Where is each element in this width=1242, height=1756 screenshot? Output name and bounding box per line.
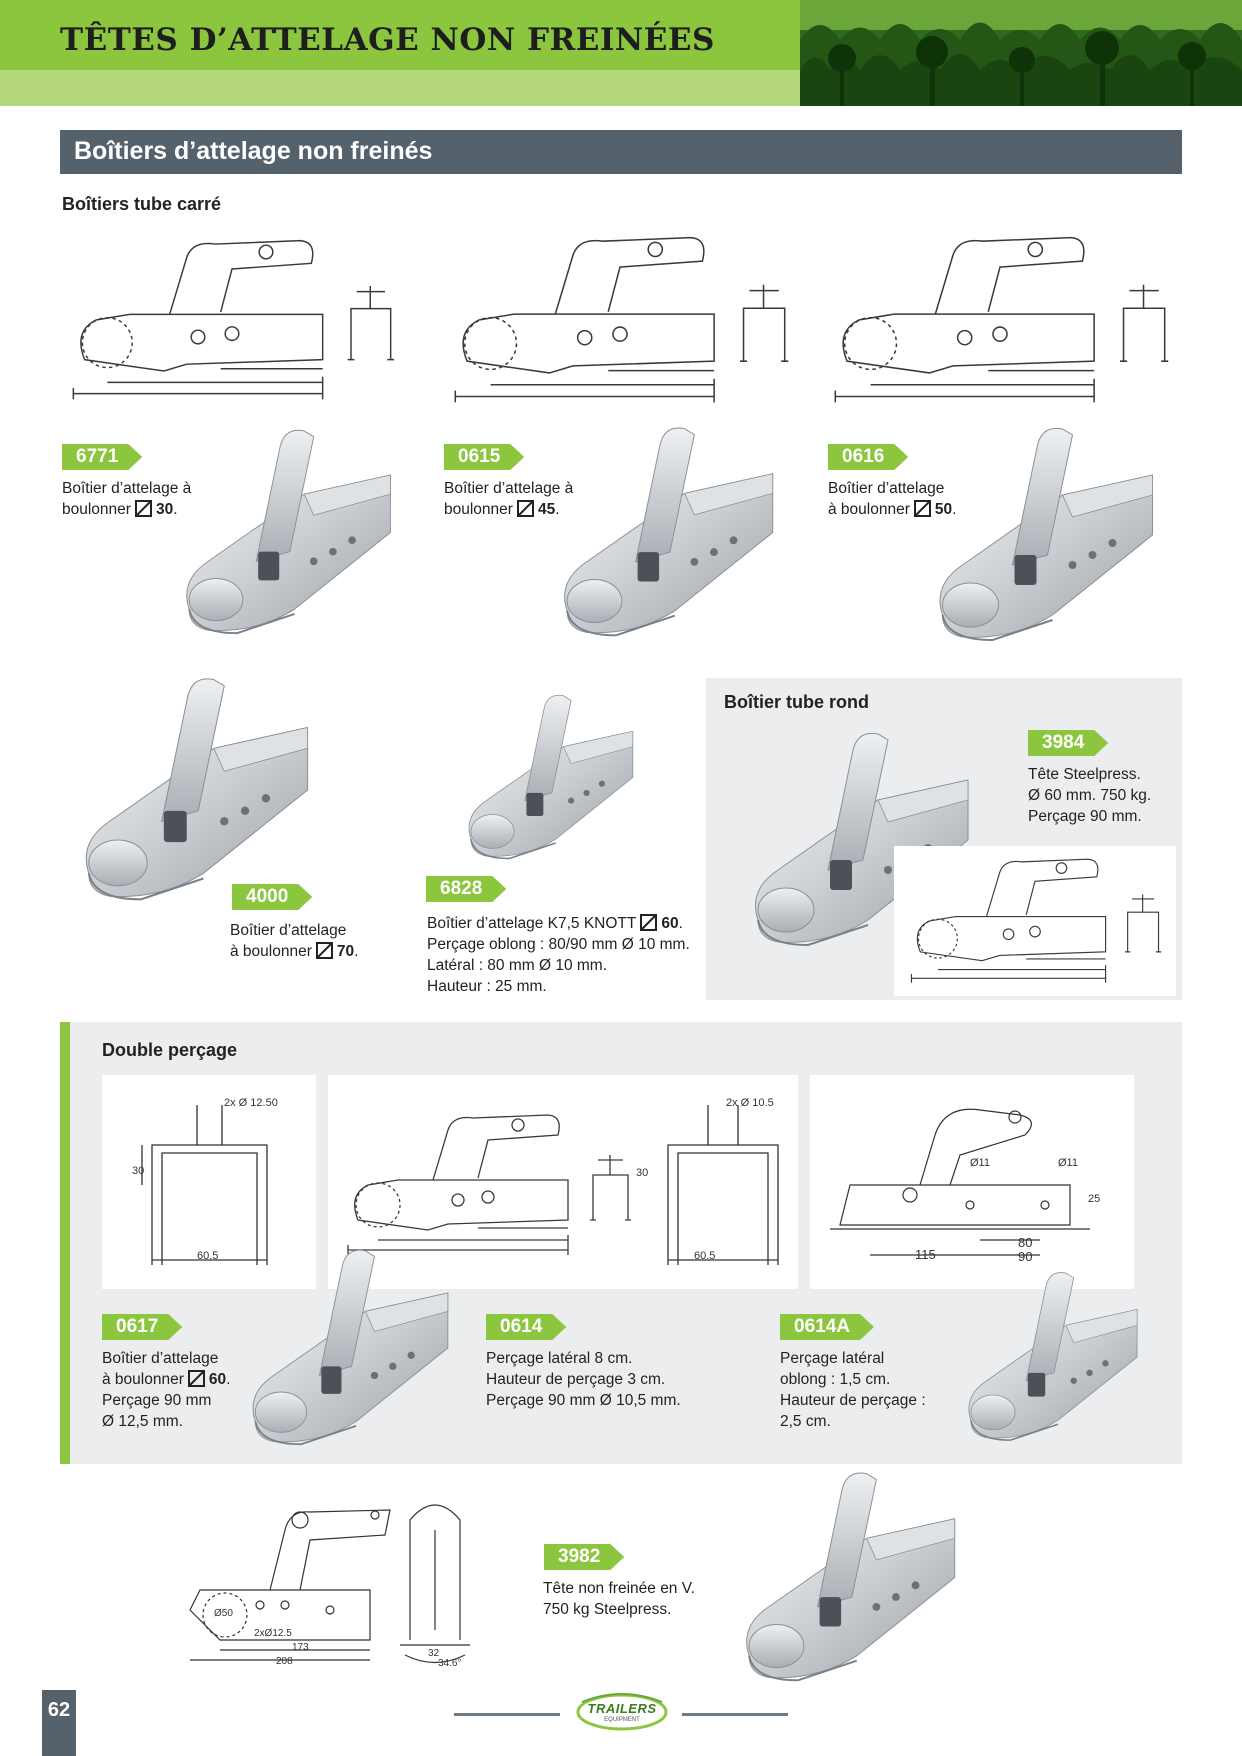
subhead-round-tube: Boîtier tube rond bbox=[724, 692, 869, 712]
dim-label: 2x Ø 10.5 bbox=[726, 1097, 774, 1109]
coupler-photo-0617 bbox=[232, 1238, 462, 1458]
dim-label: 32 bbox=[428, 1648, 440, 1659]
coupler-photo-0616 bbox=[915, 415, 1170, 655]
technical-drawing-0616 bbox=[820, 220, 1180, 420]
dim-label: 208 bbox=[276, 1656, 293, 1667]
dim-label: 30 bbox=[636, 1167, 649, 1179]
header-band-light bbox=[0, 70, 800, 106]
drawing-frame-0614: 2x Ø 10.5 30 60.5 bbox=[328, 1075, 798, 1289]
product-tag-6828: 6828 bbox=[426, 876, 506, 902]
drawing-frame-3984 bbox=[894, 846, 1176, 996]
dim-label: 173 bbox=[292, 1642, 309, 1653]
coupler-photo-3982 bbox=[722, 1460, 972, 1695]
product-desc-3982: Tête non freinée en V. 750 kg Steelpress… bbox=[543, 1580, 695, 1618]
dim-label: 80 bbox=[1018, 1235, 1033, 1250]
drawing-frame-0617: 2x Ø 12.50 30 60.5 bbox=[102, 1075, 316, 1289]
product-tag-0615: 0615 bbox=[444, 444, 524, 470]
page-header: TÊTES D’ATTELAGE NON FREINÉES bbox=[0, 0, 800, 106]
technical-drawing-0617-profile bbox=[141, 1105, 268, 1265]
dim-label: 115 bbox=[915, 1247, 936, 1262]
square-tube-icon bbox=[913, 500, 931, 517]
dim-label: Ø11 bbox=[1058, 1157, 1078, 1169]
product-tag-0616: 0616 bbox=[828, 444, 908, 470]
product-tag-3982: 3982 bbox=[544, 1544, 624, 1570]
product-tag-4000: 4000 bbox=[232, 884, 312, 910]
footer-divider-right bbox=[682, 1713, 788, 1716]
product-tag-0614: 0614 bbox=[486, 1314, 566, 1340]
product-tag-0617: 0617 bbox=[102, 1314, 182, 1340]
footer-divider-left bbox=[454, 1713, 560, 1716]
square-tube-icon bbox=[516, 500, 534, 517]
drawing-frame-3982: 2xØ12.5 173 208 Ø50 32 34.6° bbox=[180, 1490, 500, 1670]
technical-drawing-3984 bbox=[894, 846, 1176, 996]
dim-label: Ø11 bbox=[970, 1157, 990, 1169]
square-tube-icon bbox=[640, 914, 658, 931]
technical-drawing-0614A bbox=[830, 1108, 1090, 1256]
section-title-bar: Boîtiers d’attelage non freinés bbox=[60, 130, 1182, 174]
technical-drawing-6771 bbox=[62, 220, 402, 420]
dim-label: 2x Ø 12.50 bbox=[224, 1097, 278, 1109]
product-desc-3984: Tête Steelpress. Ø 60 mm. 750 kg. Perçag… bbox=[1028, 766, 1152, 825]
technical-drawing-0614-profile bbox=[667, 1105, 779, 1265]
page-number: 62 bbox=[42, 1690, 76, 1756]
product-desc-0614A: Perçage latéral oblong : 1,5 cm. Hauteur… bbox=[780, 1350, 926, 1430]
forest-banner-image bbox=[800, 0, 1242, 106]
technical-drawing-3982 bbox=[189, 1504, 470, 1664]
drawing-frame-0614A: Ø11 Ø11 25 115 80 90 bbox=[810, 1075, 1134, 1289]
dim-label: 90 bbox=[1018, 1249, 1033, 1264]
dim-label: 2xØ12.5 bbox=[254, 1628, 292, 1639]
product-tag-0614A: 0614A bbox=[780, 1314, 874, 1340]
square-tube-icon bbox=[315, 942, 333, 959]
technical-drawing-0615 bbox=[440, 220, 800, 420]
coupler-photo-4000 bbox=[58, 665, 328, 915]
logo-subtext: EQUIPMENT bbox=[604, 1717, 640, 1723]
page-title: TÊTES D’ATTELAGE NON FREINÉES bbox=[60, 22, 715, 58]
section-title: Boîtiers d’attelage non freinés bbox=[74, 137, 433, 165]
logo-text: TRAILERS bbox=[587, 1701, 657, 1716]
coupler-photo-6771 bbox=[170, 415, 400, 650]
dim-label: 30 bbox=[132, 1165, 145, 1177]
product-tag-6771: 6771 bbox=[62, 444, 142, 470]
dim-label: 34.6° bbox=[438, 1658, 462, 1669]
dim-label: 25 bbox=[1088, 1193, 1101, 1205]
brand-logo: TRAILERS EQUIPMENT bbox=[572, 1688, 672, 1739]
coupler-photo-0615 bbox=[540, 415, 790, 650]
coupler-photo-6828 bbox=[428, 685, 668, 870]
square-tube-icon bbox=[187, 1370, 205, 1387]
trailers-logo-icon bbox=[576, 1693, 668, 1731]
dim-label: 60.5 bbox=[197, 1250, 219, 1262]
subhead-double-drilling: Double perçage bbox=[102, 1040, 238, 1060]
panel-accent-stripe bbox=[60, 1022, 70, 1464]
product-tag-3984: 3984 bbox=[1028, 730, 1108, 756]
product-desc-0614: Perçage latéral 8 cm. Hauteur de perçage… bbox=[486, 1350, 681, 1409]
dim-label: Ø50 bbox=[214, 1608, 233, 1619]
header-band bbox=[0, 0, 800, 70]
dim-label: 60.5 bbox=[694, 1250, 716, 1262]
coupler-photo-0614A bbox=[930, 1262, 1170, 1452]
subhead-square-tube: Boîtiers tube carré bbox=[62, 194, 222, 214]
square-tube-icon bbox=[134, 500, 152, 517]
